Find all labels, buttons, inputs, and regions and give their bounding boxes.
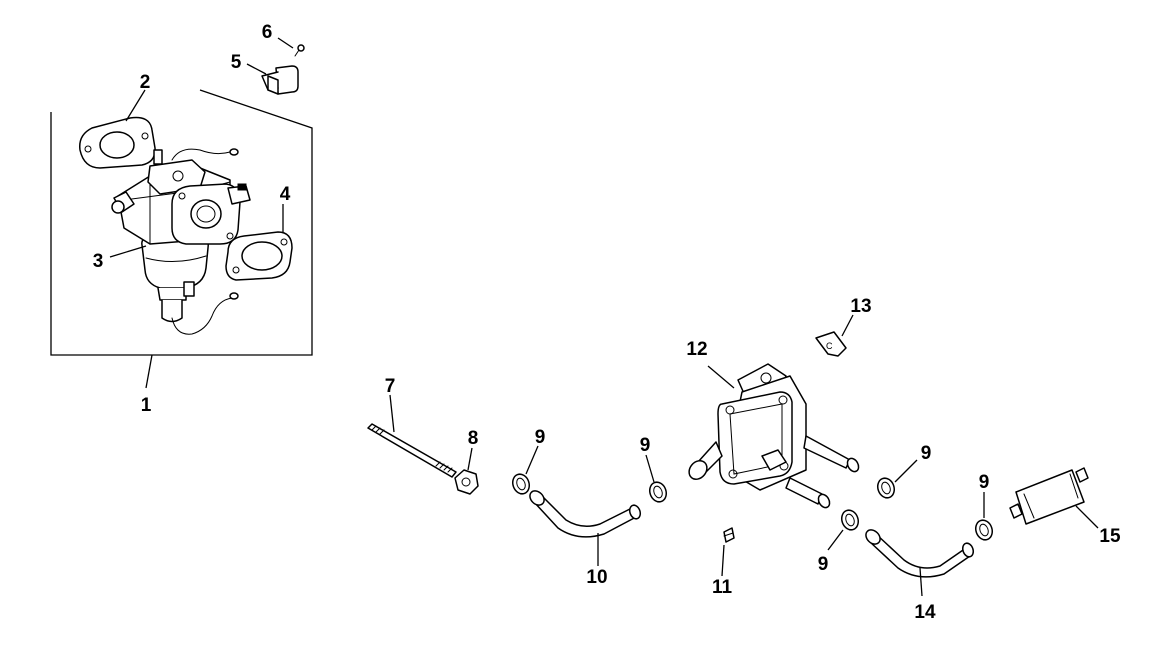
callout-9b: 9 [640,435,651,456]
screw-part [294,44,305,57]
hose-clamp-2 [648,481,668,503]
callout-9e: 9 [979,472,990,493]
callout-6: 6 [262,22,273,43]
callout-14: 14 [914,602,936,623]
fuel-hose-10 [529,490,642,538]
fuel-hose-14 [865,529,975,578]
callout-5: 5 [231,52,242,73]
callout-9d: 9 [818,554,829,575]
callout-1: 1 [141,395,152,416]
callout-3: 3 [93,251,104,272]
hose-clamp-4 [840,509,860,531]
hose-clamp-5 [974,519,994,541]
callout-4: 4 [280,184,291,205]
pump-clip: C [815,331,847,357]
callout-9a: 9 [535,427,546,448]
bracket-part [261,65,299,95]
clip-mark: C [826,341,833,351]
callout-11: 11 [712,577,733,598]
callout-8: 8 [468,428,479,449]
elbow-fitting [723,527,735,543]
callout-7: 7 [385,376,396,397]
callout-15: 15 [1099,526,1121,547]
carburetor-gasket [79,116,156,169]
intake-gasket [225,231,293,281]
stud-bolt [367,423,457,478]
fuel-filter [1009,467,1089,525]
nut-part [454,469,479,495]
callout-12: 12 [686,339,707,360]
callout-9c: 9 [921,443,932,464]
callout-13: 13 [850,296,871,317]
callout-10: 10 [586,567,607,588]
fuel-pump [688,363,860,509]
callout-2: 2 [140,72,151,93]
hose-clamp-1 [511,473,531,495]
carburetor-kit-bracket [50,89,313,389]
carburetor [111,148,251,335]
hose-clamp-3 [876,477,896,499]
